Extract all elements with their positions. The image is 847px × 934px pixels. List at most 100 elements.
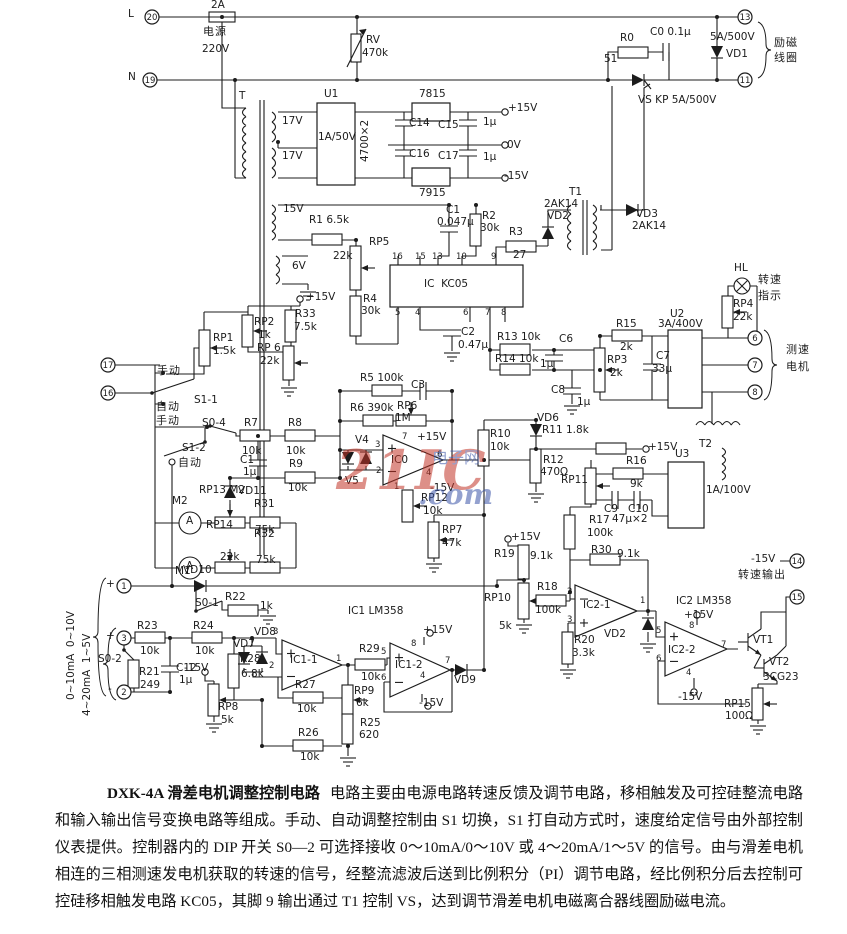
junction-dot-14 [450,389,454,393]
resv-symbol-83 [477,429,490,467]
junction-dot-4 [606,78,610,82]
node-symbol-54 [296,295,304,303]
box-symbol-25 [389,264,524,308]
junction-dot-0 [355,15,359,19]
node-symbol-128 [201,668,209,676]
capv-symbol-34 [443,329,461,337]
potv-symbol-114 [751,687,777,721]
junction-dot-5 [715,15,719,19]
coil-symbol-11 [275,255,281,285]
dio-symbol-29 [542,226,554,239]
coil-symbol-30 [566,204,572,251]
braceR-symbol-47 [757,21,772,79]
terminal-3: 3 [116,630,132,646]
terminal-17: 17 [100,357,116,373]
svg-text:3: 3 [121,634,126,644]
poth-symbol-70 [214,504,246,529]
capv-symbol-26 [440,225,458,233]
resh-symbol-139 [292,691,324,704]
potv-symbol-45 [721,295,747,329]
junction-dot-41 [482,668,486,672]
junction-dot-25 [168,636,172,640]
terminal-13: 13 [737,9,753,25]
terminal-2: 2 [116,684,132,700]
dio-symbol-105 [642,617,654,630]
potv-symbol-53 [282,345,308,381]
junction-dot-36 [598,334,602,338]
capv-symbol-16 [459,149,477,157]
junction-dot-27 [260,698,264,702]
junction-dot-10 [474,203,478,207]
junction-dot-30 [346,744,350,748]
potv-symbol-51 [241,314,267,348]
coil-symbol-10 [271,204,277,241]
junction-dot-12 [534,418,538,422]
junction-dot-18 [338,448,342,452]
capv-symbol-14 [395,149,413,157]
sw-symbol-57 [150,378,195,395]
dio-symbol-80 [360,451,372,464]
gnd-symbol-142 [340,757,356,767]
svg-text:6: 6 [752,334,757,344]
junction-dot-24 [232,636,236,640]
junction-dot-8 [354,238,358,242]
resv-symbol-24 [349,295,362,337]
terminal-6: 6 [747,330,763,346]
resh-symbol-134 [354,658,386,671]
junction-dot-7 [276,140,280,144]
gnd-symbol-108 [560,669,576,679]
gnd-symbol-35 [444,352,460,362]
dio-symbol-138 [455,664,468,676]
terminal-16: 16 [100,385,116,401]
resv-symbol-125 [127,659,140,689]
resh-symbol-143 [292,739,324,752]
junction-dot-21 [256,476,260,480]
terminal-14: 14 [789,553,805,569]
svg-text:14: 14 [792,557,803,567]
coilh-symbol-49 [695,420,741,426]
potv-symbol-50 [198,329,224,367]
caph-symbol-3 [662,43,670,61]
coil-symbol-32 [592,204,598,251]
resh-symbol-77 [362,414,394,427]
sw-symbol-59 [163,440,207,457]
capv-symbol-15 [459,119,477,127]
braceR-symbol-48 [763,329,778,401]
svg-text:20: 20 [147,13,158,23]
resh-symbol-92 [612,467,644,480]
wire-network [115,16,790,756]
terminal-15: 15 [789,589,805,605]
dio-symbol-74 [224,485,236,498]
caph-symbol-76 [419,382,427,400]
svg-text:15: 15 [792,593,803,603]
cnode-symbol-63 [168,458,176,466]
junction-dot-31 [646,609,650,613]
svg-text:16: 16 [103,389,114,399]
node-symbol-137 [424,702,432,710]
gnd-symbol-40 [564,405,580,415]
resh-symbol-118 [227,604,259,617]
caph-symbol-94 [633,491,641,509]
potv-symbol-129 [207,683,233,717]
capv-symbol-126 [161,665,179,673]
gnd-symbol-101 [516,624,532,634]
node-symbol-136 [426,629,434,637]
terminal-1: 1 [116,578,132,594]
junction-dot-3 [233,78,237,82]
node-symbol-20 [501,141,509,149]
potv-symbol-89 [427,521,453,559]
resh-symbol-103 [589,553,621,566]
terminal-19: 19 [142,72,158,88]
junction-dot-29 [346,663,350,667]
potv-symbol-42 [593,347,619,393]
terminal-7: 7 [747,357,763,373]
svg-text:1: 1 [121,582,126,592]
junction-dot-35 [170,584,174,588]
junction-dot-37 [598,368,602,372]
caption-body: 电路主要由电源电路转速反馈及调节电路，移相触发及可控硅整流电路和输入输出信号变换… [55,785,804,910]
sw-symbol-124 [122,648,135,661]
potv-symbol-91 [584,467,610,505]
meter-symbol-68 [178,511,202,535]
